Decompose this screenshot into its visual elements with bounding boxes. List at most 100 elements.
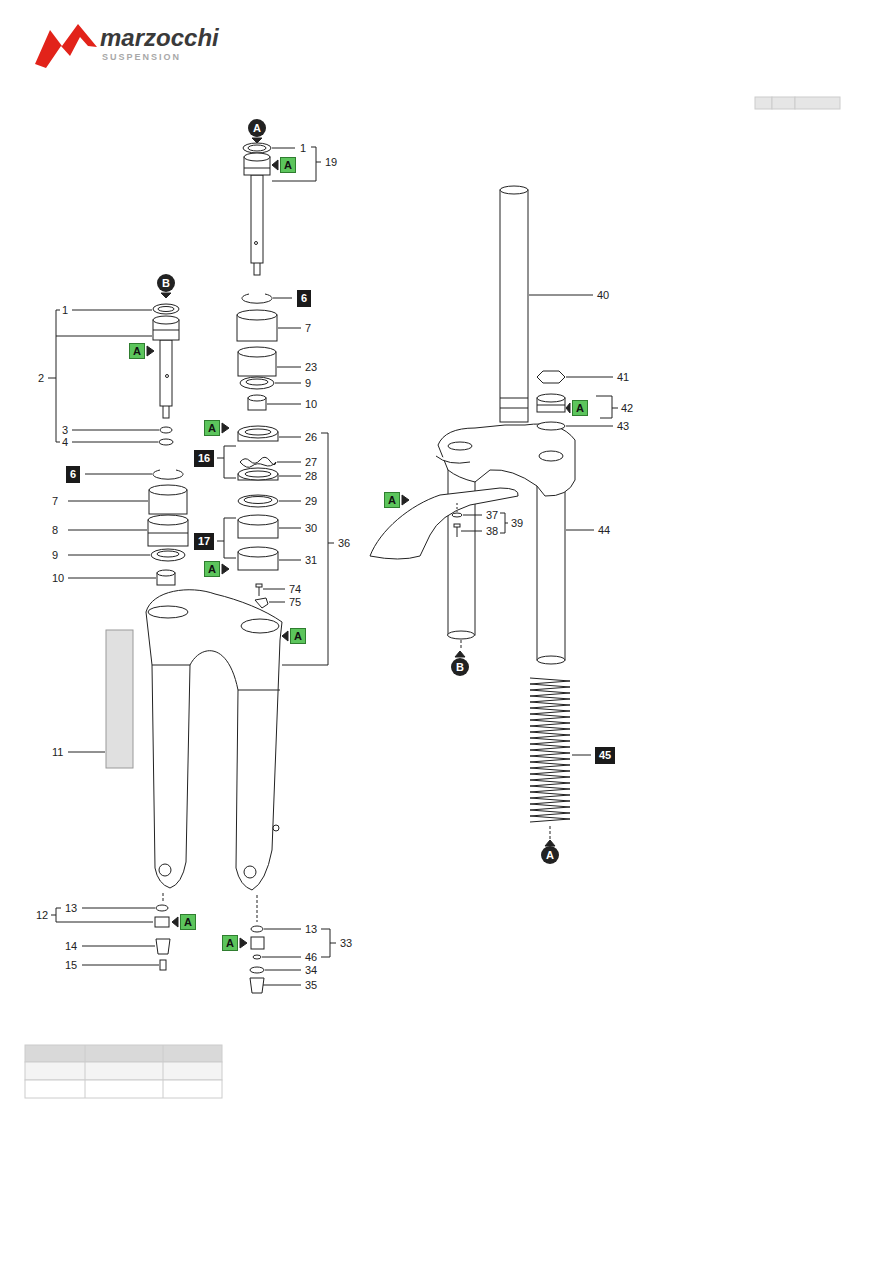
part-drawing — [259, 587, 260, 596]
callout-number: 37 — [486, 509, 498, 521]
marker-text: A — [388, 495, 396, 506]
part-drawing — [537, 480, 565, 660]
part-drawing — [153, 470, 183, 479]
leader-line — [72, 442, 158, 443]
part-drawing — [238, 690, 280, 691]
part-drawing — [500, 408, 528, 409]
part-drawing — [256, 584, 262, 587]
callout-number: 7 — [305, 322, 311, 334]
leader-line — [85, 474, 152, 475]
callout-number: 34 — [305, 964, 317, 976]
callout-number: 31 — [305, 554, 317, 566]
leader-line — [48, 147, 618, 985]
leader-line — [463, 515, 482, 516]
reference-marker: A — [248, 119, 266, 137]
part-drawing — [244, 866, 256, 878]
part-drawing — [530, 678, 570, 822]
marker-text: A — [284, 160, 292, 171]
callout-number: 23 — [305, 361, 317, 373]
part-drawing — [500, 190, 528, 422]
leader-line — [279, 528, 301, 529]
part-drawing — [550, 826, 551, 839]
brand-subtitle: SUSPENSION — [102, 52, 181, 62]
part-drawing — [500, 398, 528, 399]
part-drawing — [240, 457, 276, 467]
part-drawing — [251, 937, 264, 949]
marker-text: A — [226, 938, 234, 949]
leader-line — [82, 946, 155, 947]
leader-line — [68, 530, 147, 531]
header-table — [755, 97, 772, 109]
marker-text: B — [162, 278, 170, 289]
part-drawing — [152, 665, 190, 666]
grease-marker: A — [384, 492, 400, 508]
part-drawing — [242, 294, 272, 303]
part-drawing — [240, 938, 247, 948]
part-drawing — [254, 262, 260, 275]
header-table — [772, 97, 795, 109]
part-drawing — [153, 330, 179, 331]
part-drawing — [160, 960, 166, 970]
marker-text: 45 — [599, 750, 611, 761]
leader-line — [278, 328, 301, 329]
kit-number: 6 — [66, 466, 80, 483]
callout-number: 9 — [305, 377, 311, 389]
part-drawing — [448, 442, 472, 450]
marker-text: 6 — [70, 469, 76, 480]
leader-line — [269, 602, 285, 603]
part-drawing — [158, 307, 174, 312]
leader-line — [279, 560, 301, 561]
grease-marker: A — [572, 400, 588, 416]
part-drawing — [250, 967, 264, 973]
callout-number: 7 — [52, 495, 58, 507]
part-drawing — [273, 825, 279, 831]
header-table — [795, 97, 840, 109]
part-drawing — [272, 160, 278, 170]
leader-line — [263, 589, 285, 590]
callout-number: 12 — [36, 909, 48, 921]
callout-number: 33 — [340, 937, 352, 949]
callout-number: 10 — [52, 572, 64, 584]
part-drawing — [245, 429, 271, 435]
leader-line — [277, 462, 301, 463]
leader-line — [264, 929, 301, 930]
parts-table — [163, 1045, 164, 1098]
part-drawing — [457, 527, 458, 537]
marker-text: B — [456, 662, 464, 673]
part-drawing — [238, 468, 278, 480]
leader-line — [566, 377, 613, 378]
part-drawing — [237, 310, 277, 320]
grease-marker: A — [222, 935, 238, 951]
part-drawing — [238, 495, 278, 507]
marker-text: A — [546, 850, 554, 861]
part-drawing — [500, 186, 528, 194]
kit-number: 16 — [194, 450, 214, 467]
part-drawing — [455, 651, 465, 657]
part-drawing — [238, 547, 278, 557]
callout-number: 43 — [617, 420, 629, 432]
leader-line — [596, 396, 618, 418]
grease-marker: A — [280, 157, 296, 173]
part-drawing — [106, 138, 575, 993]
grease-marker: A — [290, 628, 306, 644]
part-drawing — [248, 145, 266, 151]
part-drawing — [537, 656, 565, 664]
part-drawing — [161, 293, 171, 298]
leader-line — [217, 518, 236, 558]
marker-text: A — [576, 403, 584, 414]
callout-number: 36 — [338, 537, 350, 549]
callout-number: 19 — [325, 156, 337, 168]
logo-mark — [35, 24, 97, 68]
part-drawing — [159, 864, 171, 876]
part-drawing — [147, 346, 154, 356]
part-drawing — [163, 405, 169, 418]
callout-number: 3 — [62, 424, 68, 436]
leader-line — [566, 530, 594, 531]
parts-table — [85, 1045, 86, 1098]
part-drawing — [148, 515, 188, 525]
callout-number: 38 — [486, 525, 498, 537]
part-drawing — [248, 395, 266, 401]
part-drawing — [151, 549, 185, 561]
